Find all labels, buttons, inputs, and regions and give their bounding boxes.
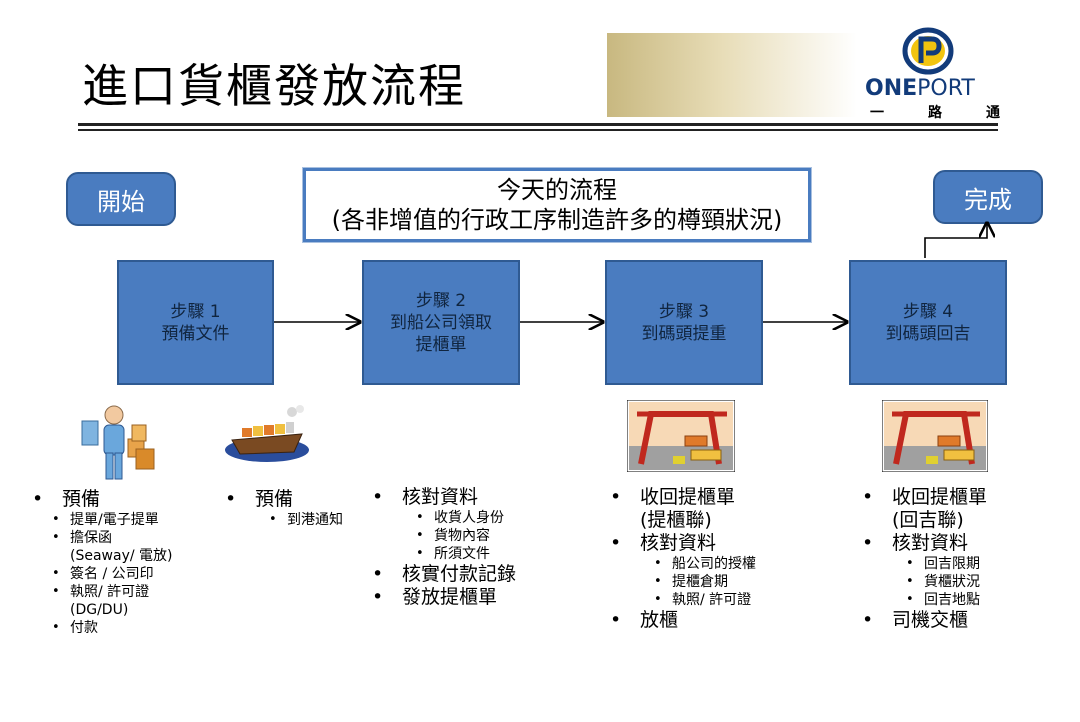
list-item: •收回提櫃單 <box>862 486 988 508</box>
list-item: •貨櫃狀況 <box>906 574 980 590</box>
list-item: •所須文件 <box>416 546 490 562</box>
col3-list: •核對資料 •收貨人身份 •貨物內容 •所須文件 •核實付款記錄 •發放提櫃單 <box>372 486 602 609</box>
logo-word-bold: ONE <box>865 76 918 101</box>
col1-list: •預備 •提單/電子提單 •擔保函 (Seaway/ 電放) •簽名 / 公司印… <box>32 488 232 637</box>
list-item: •回吉地點 <box>906 592 980 608</box>
list-item: (提櫃聯) <box>640 509 712 531</box>
list-item: •簽名 / 公司印 <box>52 566 154 582</box>
end-box: 完成 <box>933 170 1043 224</box>
callout-line1: 今天的流程 <box>497 176 617 204</box>
step-3-box: 步驟 3 到碼頭提重 <box>605 260 763 385</box>
header-rule-thin <box>78 129 998 131</box>
list-item: (Seaway/ 電放) <box>70 548 173 564</box>
list-item: •收回提櫃單 <box>610 486 736 508</box>
step-2-text-cont: 提櫃單 <box>415 334 467 355</box>
end-label: 完成 <box>964 185 1012 214</box>
list-item: •放櫃 <box>610 609 679 631</box>
col2-list: •預備 •到港通知 <box>225 488 385 529</box>
list-item: •司機交櫃 <box>862 609 969 631</box>
header-rule-thick <box>78 123 998 126</box>
arrow-step4-end <box>924 223 987 258</box>
list-item: •擔保函 <box>52 530 112 546</box>
logo-subtitle: 一 路 通 <box>870 102 1000 122</box>
logo-sub-char: 通 <box>986 105 1000 121</box>
col5-list: •收回提櫃單 (回吉聯) •核對資料 •回吉限期 •貨櫃狀況 •回吉地點 •司機… <box>862 486 1052 632</box>
step-2-text: 到船公司領取 <box>390 312 492 333</box>
list-item: •預備 <box>225 488 294 510</box>
callout-line2: (各非增值的行政工序制造許多的樽頸狀況) <box>331 206 783 234</box>
oneport-logo-icon <box>902 27 954 75</box>
step-1-box: 步驟 1 預備文件 <box>117 260 274 385</box>
step-4-box: 步驟 4 到碼頭回吉 <box>849 260 1007 385</box>
step-3-number: 步驟 3 <box>658 301 710 322</box>
step-2-box: 步驟 2 到船公司領取 提櫃單 <box>362 260 520 385</box>
list-item: •船公司的授權 <box>654 556 756 572</box>
list-item: •收貨人身份 <box>416 510 504 526</box>
list-item: •回吉限期 <box>906 556 980 572</box>
list-item: •執照/ 許可證 <box>52 584 150 600</box>
list-item: •貨物內容 <box>416 528 490 544</box>
slide-title: 進口貨櫃發放流程 <box>82 59 466 113</box>
list-item: •核對資料 <box>862 532 969 554</box>
list-item: (回吉聯) <box>892 509 964 531</box>
list-item: •提單/電子提單 <box>52 512 159 528</box>
list-item: •預備 <box>32 488 101 510</box>
list-item: •核對資料 <box>610 532 717 554</box>
step-4-number: 步驟 4 <box>902 301 954 322</box>
list-item: •付款 <box>52 620 98 636</box>
step-2-number: 步驟 2 <box>415 290 467 311</box>
header-gold-band <box>607 33 857 117</box>
list-item: (DG/DU) <box>70 602 129 618</box>
start-box: 開始 <box>66 172 176 226</box>
list-item: •執照/ 許可證 <box>654 592 752 608</box>
step-3-text: 到碼頭提重 <box>641 323 727 344</box>
logo-word-light: PORT <box>917 76 975 101</box>
list-item: •核實付款記錄 <box>372 563 517 585</box>
cargo-ship-icon <box>222 404 312 466</box>
col1-head: 預備 <box>62 488 101 510</box>
logo-wordmark: ONEPORT <box>865 76 975 101</box>
start-label: 開始 <box>97 187 145 216</box>
callout-box: 今天的流程 (各非增值的行政工序制造許多的樽頸狀況) <box>303 168 811 242</box>
person-documents-icon <box>78 403 160 483</box>
list-item: •核對資料 <box>372 486 479 508</box>
col4-list: •收回提櫃單 (提櫃聯) •核對資料 •船公司的授權 •提櫃倉期 •執照/ 許可… <box>610 486 820 632</box>
step-4-text: 到碼頭回吉 <box>885 323 971 344</box>
container-crane-icon <box>626 399 736 473</box>
list-item: •提櫃倉期 <box>654 574 728 590</box>
logo-sub-char: 一 <box>870 105 884 121</box>
list-item: •發放提櫃單 <box>372 586 498 608</box>
list-item: •到港通知 <box>269 512 343 528</box>
container-crane-icon <box>881 399 989 473</box>
step-1-number: 步驟 1 <box>170 301 221 322</box>
logo-sub-char: 路 <box>928 105 942 121</box>
step-1-text: 預備文件 <box>161 323 230 344</box>
